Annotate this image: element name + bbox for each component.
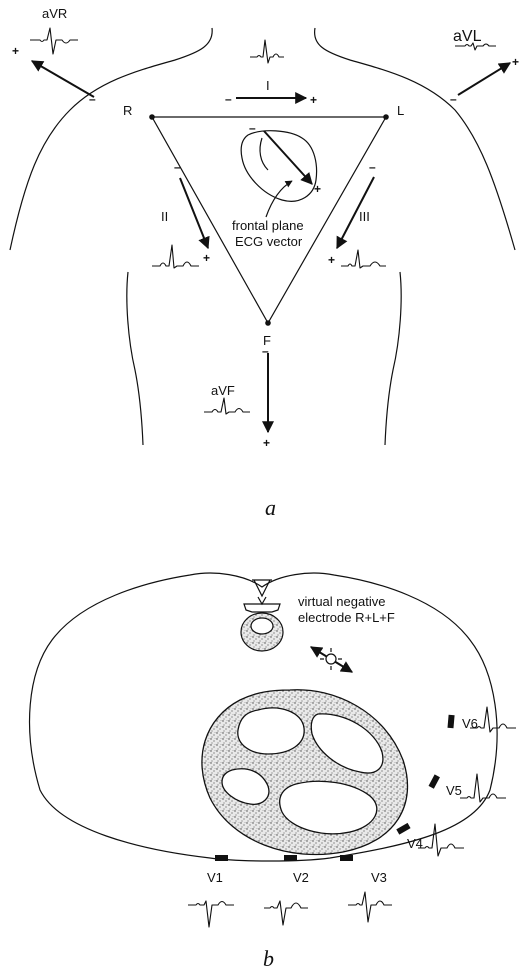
torso-outline-left	[10, 28, 212, 250]
arm-line-right	[385, 272, 401, 445]
heart-inner-curve	[260, 138, 268, 170]
lead-ii-plus: +	[203, 251, 210, 265]
electrode-v5	[429, 774, 440, 788]
torso-outline-right	[315, 28, 515, 250]
vertex-l-label: L	[397, 103, 404, 118]
frontal-vector-arrow	[264, 131, 312, 184]
lead-ii-arrow	[180, 178, 208, 248]
electrode-v2	[284, 855, 297, 861]
vertex-r-label: R	[123, 103, 132, 118]
v4-label: V4	[407, 836, 423, 851]
panel-b-caption: b	[263, 946, 274, 971]
vector-label-line2: ECG vector	[235, 234, 303, 249]
panel-a: R L F aVR + – aVL + – I – + – + frontal …	[10, 6, 519, 520]
avl-label: aVL	[453, 28, 482, 45]
lead-i-minus: –	[225, 92, 232, 106]
vertex-r-dot	[149, 114, 155, 120]
lead-iii-minus: –	[369, 160, 376, 174]
virtual-electrode-line2: electrode R+L+F	[298, 610, 395, 625]
panel-a-caption: a	[265, 495, 276, 520]
avr-waveform	[30, 28, 78, 54]
vector-label-line1: frontal plane	[232, 218, 304, 233]
lead-i-plus: +	[310, 93, 317, 107]
v3-label: V3	[371, 870, 387, 885]
frontal-vector-plus: +	[314, 182, 321, 196]
arm-line-left	[127, 272, 143, 445]
heart-section	[202, 690, 408, 855]
lead-ii-label: II	[161, 209, 168, 224]
electrode-v3	[340, 855, 353, 861]
avl-minus: –	[450, 92, 457, 106]
v1-waveform	[188, 901, 234, 927]
frontal-vector-minus: –	[249, 121, 256, 135]
avf-plus: +	[263, 436, 270, 450]
virtual-electrode-icon	[326, 654, 336, 664]
v6-label: V6	[462, 716, 478, 731]
avl-plus: +	[512, 55, 519, 69]
spinal-canal	[251, 618, 273, 634]
vertebra-spinous-process	[252, 580, 272, 604]
vertex-l-dot	[383, 114, 389, 120]
avr-plus: +	[12, 44, 19, 58]
virtual-electrode-line1: virtual negative	[298, 594, 385, 609]
v1-label: V1	[207, 870, 223, 885]
lead-iii-waveform	[341, 250, 386, 268]
lead-iii-label: III	[359, 209, 370, 224]
electrode-v1	[215, 855, 228, 861]
v5-label: V5	[446, 783, 462, 798]
lead-ii-minus: –	[174, 160, 181, 174]
avf-label: aVF	[211, 383, 235, 398]
panel-b: virtual negative electrode R+L+F V1 V2 V…	[30, 573, 516, 971]
avr-arrow	[32, 61, 94, 97]
v2-waveform	[264, 901, 308, 925]
heart-outline	[241, 131, 316, 202]
avr-minus: –	[89, 92, 96, 106]
v4-waveform	[418, 824, 464, 856]
waveform-top-center	[250, 40, 284, 63]
electrode-v6	[447, 715, 454, 728]
vertex-f-dot	[265, 320, 271, 326]
lead-ii-waveform	[152, 245, 199, 268]
v5-waveform	[460, 774, 506, 802]
avr-label: aVR	[42, 6, 67, 21]
v3-waveform	[348, 892, 392, 922]
electrode-v4	[396, 823, 410, 835]
lead-i-label: I	[266, 78, 270, 93]
avf-waveform	[204, 398, 250, 414]
avl-arrow	[458, 63, 510, 95]
v2-label: V2	[293, 870, 309, 885]
lead-iii-plus: +	[328, 253, 335, 267]
